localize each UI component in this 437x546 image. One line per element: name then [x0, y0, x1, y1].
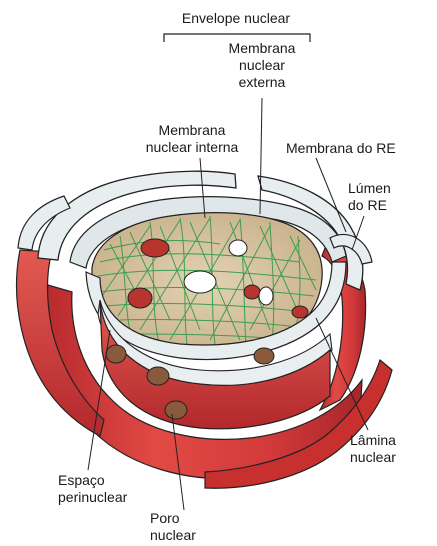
label-perinuclear-space: Espaço perinuclear: [58, 472, 168, 506]
label-outer-membrane: Membrana nuclear externa: [212, 40, 312, 91]
pore-hole-4: [128, 288, 152, 308]
pore-hole-2: [229, 240, 247, 256]
pore-hole-3: [184, 271, 216, 293]
leader-outer-membrane: [260, 98, 262, 214]
label-er-membrane: Membrana do RE: [286, 140, 426, 157]
wall-pore-3: [165, 401, 187, 419]
wall-pore-1: [106, 345, 126, 363]
wall-pore-4: [254, 348, 274, 364]
pore-hole-5: [244, 285, 260, 299]
wall-pore-2: [147, 367, 169, 385]
label-er-lumen: Lúmen do RE: [348, 180, 418, 214]
label-inner-membrane: Membrana nuclear interna: [112, 122, 272, 156]
pore-hole-6: [259, 287, 273, 305]
label-envelope-nuclear: Envelope nuclear: [166, 10, 306, 27]
label-nuclear-lamina: Lâmina nuclear: [350, 432, 430, 466]
label-nuclear-pore: Poro nuclear: [150, 510, 230, 544]
pore-hole-7: [292, 306, 308, 318]
pore-hole-1: [141, 239, 169, 257]
